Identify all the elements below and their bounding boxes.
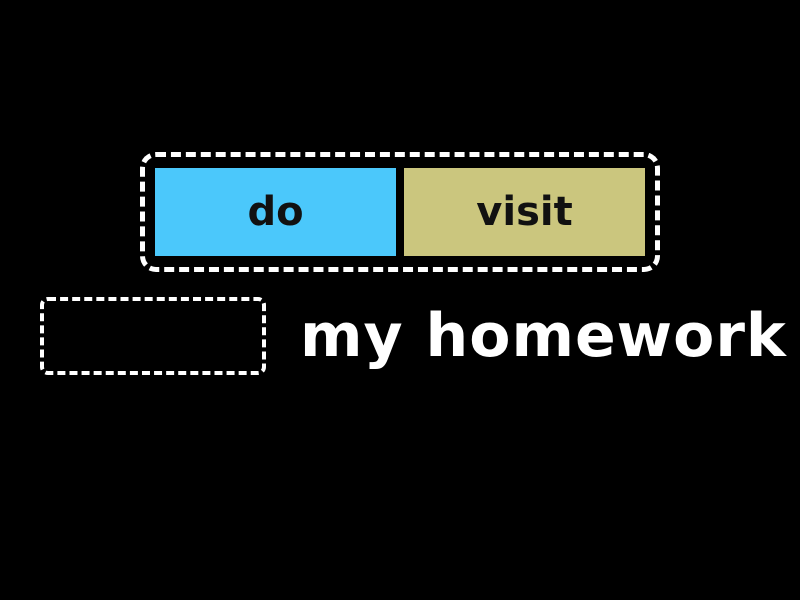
sentence-text: my homework [300,301,787,371]
word-choice-tray: do visit [140,152,660,272]
choice-tile-do[interactable]: do [155,168,396,256]
answer-drop-slot[interactable] [40,297,266,375]
sentence-row: my homework [40,297,787,375]
choice-tile-visit[interactable]: visit [404,168,645,256]
